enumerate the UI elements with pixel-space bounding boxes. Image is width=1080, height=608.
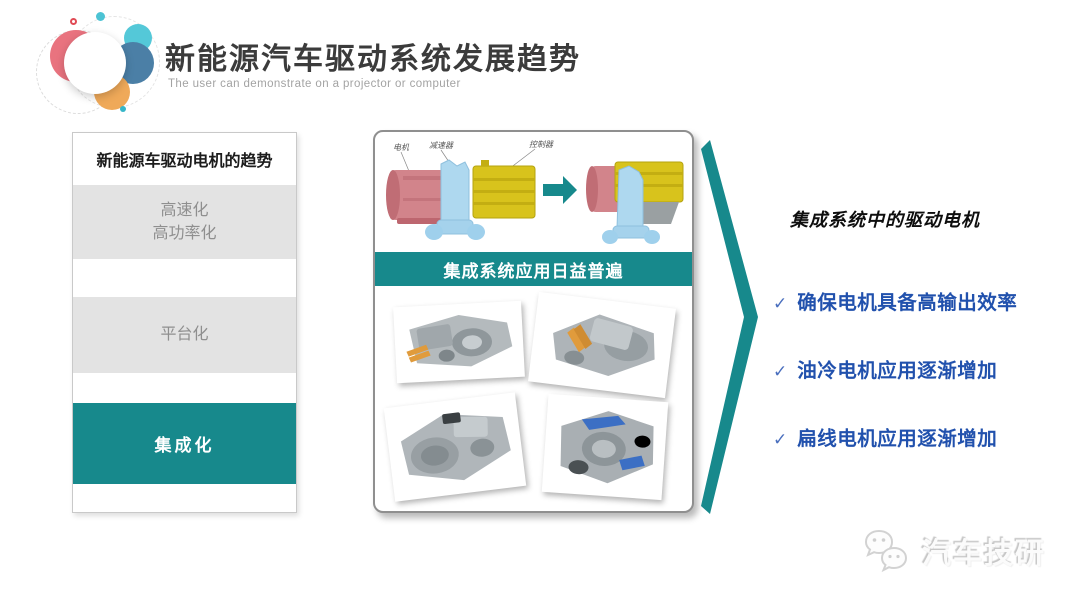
trend-item-integration-active: 集成化 — [73, 403, 296, 484]
wechat-icon — [864, 529, 908, 573]
label-reducer: 减速器 — [429, 141, 454, 150]
logo-cyan-dot — [120, 106, 126, 112]
logo-red-ring — [70, 18, 77, 25]
bullet-text: 油冷电机应用逐渐增加 — [797, 360, 998, 382]
edrive-photo-3 — [383, 392, 527, 502]
label-controller: 控制器 — [529, 140, 554, 149]
right-heading: 集成系统中的驱动电机 — [790, 210, 980, 230]
banner-integration: 集成系统应用日益普遍 — [375, 252, 692, 286]
trend-item-platform: 平台化 — [73, 297, 296, 373]
label-motor: 电机 — [393, 143, 410, 152]
page-subtitle: The user can demonstrate on a projector … — [168, 78, 461, 90]
logo — [28, 2, 168, 120]
arrow-right-icon — [543, 176, 577, 204]
chevron-right-shape — [701, 140, 758, 514]
brand-name: 汽车技研 — [922, 538, 1047, 570]
edrive-photo-1 — [393, 300, 525, 384]
brand-watermark: 汽车技研 — [862, 528, 1046, 574]
trend-list-header: 新能源车驱动电机的趋势 — [96, 153, 273, 170]
check-icon: ✓ — [773, 294, 788, 313]
check-icon: ✓ — [773, 362, 788, 381]
check-icon: ✓ — [773, 430, 788, 449]
edrive-photo-4 — [541, 393, 669, 501]
page-title: 新能源汽车驱动系统发展趋势 — [165, 43, 581, 76]
trend-item-high-speed: 高速化 高功率化 — [73, 185, 296, 259]
integration-diagram: 电机 减速器 控制器 — [386, 140, 684, 244]
logo-cyan-dot — [96, 12, 105, 21]
edrive-photo-2 — [528, 291, 676, 399]
bullet-item: ✓ 油冷电机应用逐渐增加 — [773, 354, 997, 383]
integration-panel: 电机 减速器 控制器 — [373, 130, 694, 513]
bullet-item: ✓ 扁线电机应用逐渐增加 — [773, 422, 997, 451]
bullet-text: 扁线电机应用逐渐增加 — [797, 428, 998, 450]
bullet-text: 确保电机具备高输出效率 — [797, 292, 1018, 314]
trend-list: 新能源车驱动电机的趋势 高速化 高功率化 平台化 集成化 — [72, 132, 297, 513]
bullet-item: ✓ 确保电机具备高输出效率 — [773, 286, 1017, 315]
logo-white-circle — [64, 32, 126, 94]
